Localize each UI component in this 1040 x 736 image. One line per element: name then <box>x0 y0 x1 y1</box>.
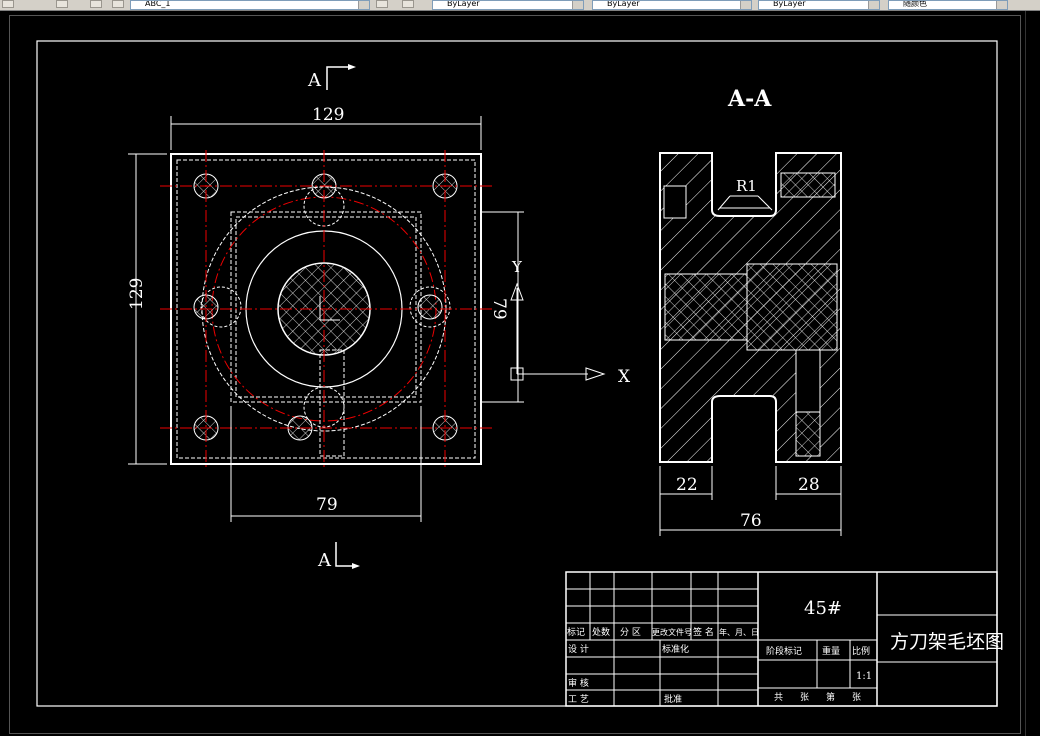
plotstyle-combo[interactable]: 随颜色 <box>888 0 1008 10</box>
tb-scale: 1:1 <box>856 671 872 682</box>
title-block <box>565 571 998 707</box>
chevron-down-icon <box>358 1 369 9</box>
chevron-down-icon <box>868 1 879 9</box>
tb-label-zhang2: 张 <box>852 692 861 703</box>
layer-icon[interactable] <box>56 0 68 8</box>
toolbar-button[interactable] <box>2 0 14 8</box>
dim-top-width: 129 <box>312 105 344 125</box>
tb-label-sheji: 设 计 <box>568 643 589 655</box>
tb-label-shenhe: 审 核 <box>568 677 589 689</box>
dim-bottom-79: 79 <box>316 495 338 515</box>
chevron-down-icon <box>572 1 583 9</box>
tb-label-gong: 共 <box>774 692 783 703</box>
make-current-icon[interactable] <box>376 0 388 8</box>
lineweight-combo[interactable]: ByLayer <box>758 0 880 10</box>
front-view <box>160 150 492 470</box>
dim-left-height: 129 <box>127 278 147 310</box>
dim-right-79: 79 <box>489 298 509 320</box>
vertical-scrollbar[interactable] <box>1025 11 1040 736</box>
drawing-frame <box>36 40 998 707</box>
tb-label-gongyi: 工 艺 <box>568 694 589 705</box>
tb-label-biaozhunhua: 标准化 <box>662 643 689 655</box>
tb-label-genggai: 更改文件号 <box>652 627 692 637</box>
section-title: A-A <box>727 86 772 112</box>
tb-label-qianming: 签 名 <box>693 626 714 638</box>
radius-label: R1 <box>736 177 757 195</box>
section-view: A-A R1 <box>659 86 842 463</box>
ucs-x-label: X <box>618 367 631 387</box>
viewport-border <box>9 15 1021 734</box>
chevron-down-icon <box>740 1 751 9</box>
color-combo[interactable]: ByLayer <box>432 0 584 10</box>
tb-label-zhang1: 张 <box>800 692 809 703</box>
title-block-text: 标记 处数 分 区 更改文件号 签 名 年、月、日 设 计 标准化 审 核 工 … <box>567 626 872 705</box>
section-label-top: A <box>307 70 322 91</box>
layer-combo[interactable]: ABC_1 <box>130 0 370 10</box>
bulb-icon[interactable] <box>90 0 102 8</box>
tb-label-fenqu: 分 区 <box>620 627 641 638</box>
tb-label-date: 年、月、日 <box>719 627 759 637</box>
tb-label-zhongliang: 重量 <box>822 645 840 657</box>
tb-label-biaoji: 标记 <box>567 626 585 638</box>
tb-label-di: 第 <box>826 691 835 703</box>
tb-label-pizhun: 批准 <box>664 693 682 705</box>
ucs-y-label: Y <box>511 258 523 276</box>
dim-28: 28 <box>798 475 820 495</box>
dim-76: 76 <box>740 511 762 531</box>
section-label-bottom: A <box>317 550 332 571</box>
dim-22: 22 <box>676 475 698 495</box>
linetype-combo[interactable]: ByLayer <box>592 0 752 10</box>
chevron-down-icon <box>996 1 1007 9</box>
tb-label-jieduan: 阶段标记 <box>766 645 802 657</box>
layer-previous-icon[interactable] <box>402 0 414 8</box>
ucs-icon <box>510 282 606 381</box>
toolbar: ABC_1 ByLayer ByLayer ByLayer 随颜色 <box>0 0 1040 11</box>
tb-label-chushu: 处数 <box>592 626 610 638</box>
section-markers: A A <box>307 64 360 571</box>
tb-part-name: 方刀架毛坯图 <box>890 631 1004 653</box>
dimensions-front <box>128 116 524 522</box>
tb-label-bili: 比例 <box>852 645 870 657</box>
lock-icon[interactable] <box>112 0 124 8</box>
dimensions-section <box>659 466 842 536</box>
tb-material: 45# <box>804 598 842 619</box>
